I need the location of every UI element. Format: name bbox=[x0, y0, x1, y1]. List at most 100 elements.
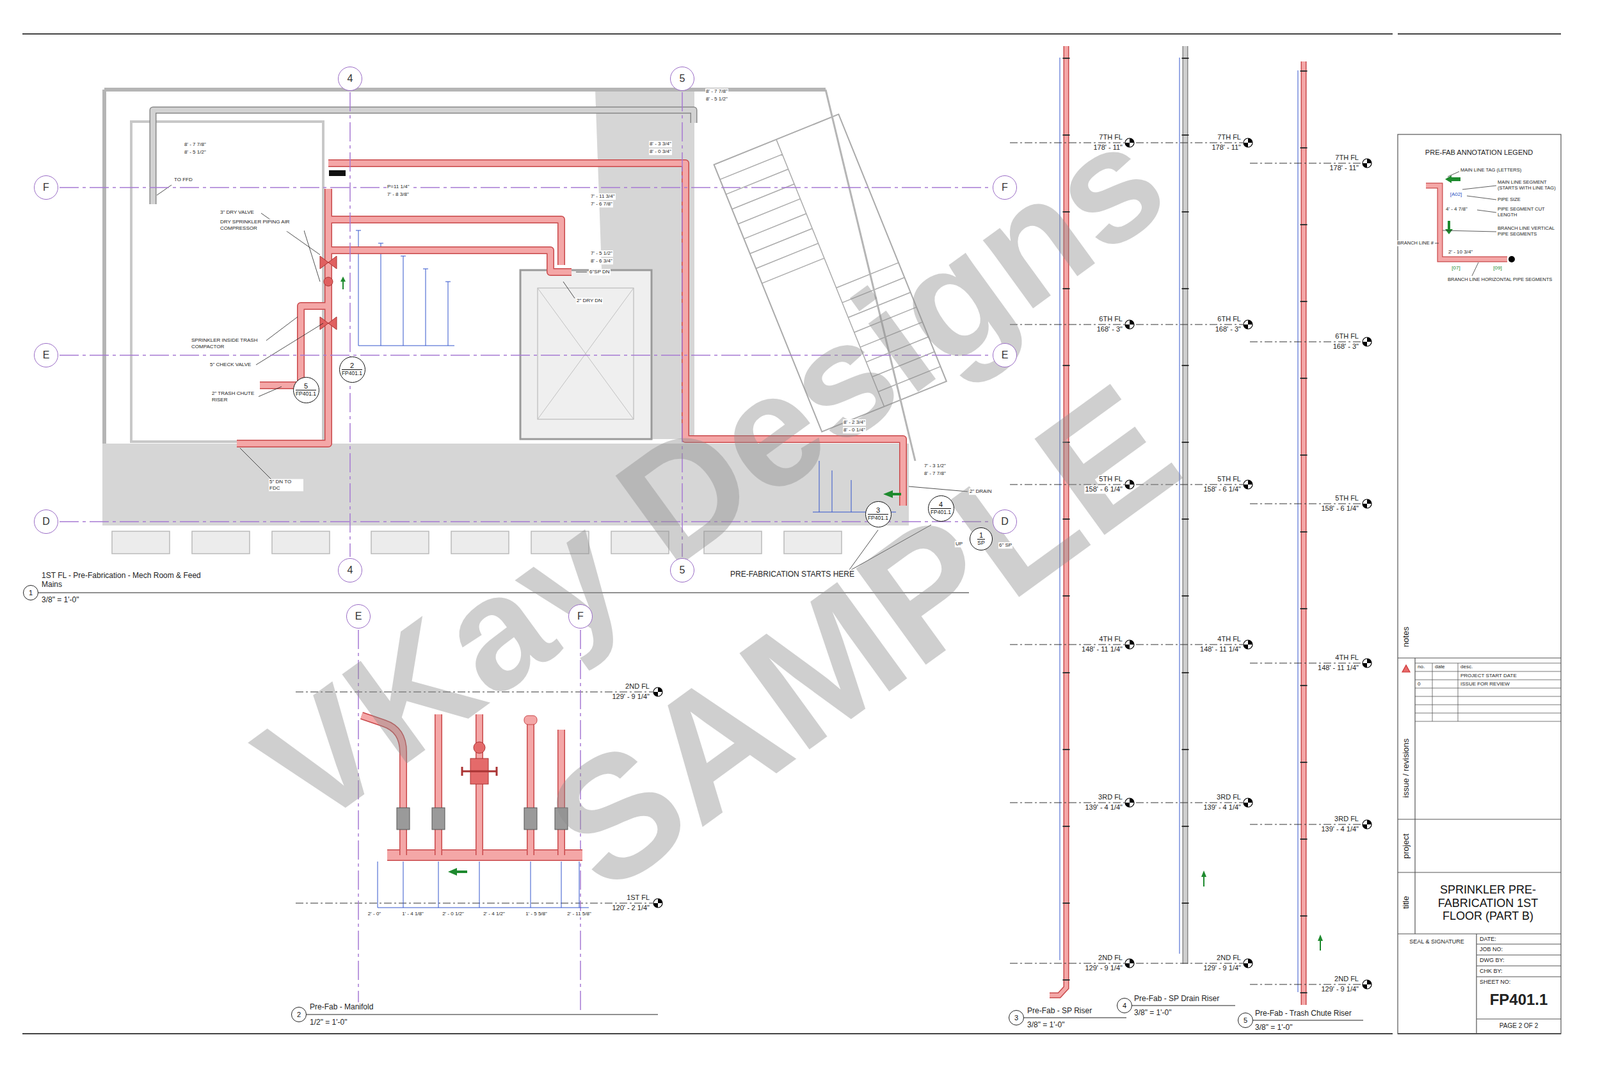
dimension-text: 1' - 4 1/8" bbox=[401, 910, 425, 918]
level-elevation: 129' - 9 1/4" bbox=[1084, 963, 1124, 973]
level-name: 6TH FL bbox=[1334, 332, 1360, 341]
level-name: 5TH FL bbox=[1334, 494, 1360, 503]
title-block bbox=[1397, 657, 1561, 658]
title-block-label: notes bbox=[1400, 625, 1412, 648]
dimension-text: 7' - 8 3/8" bbox=[386, 191, 410, 198]
dimension-text: 8' - 5 1/2" bbox=[183, 149, 207, 156]
node-text: F bbox=[1001, 181, 1008, 194]
dimension-text: 8' - 7 7/8" bbox=[183, 141, 207, 148]
sheet-border bbox=[22, 33, 1393, 35]
legend-entry: BRANCH LINE VERTICAL PIPE SEGMENTS bbox=[1497, 225, 1559, 237]
level-elevation: 129' - 9 1/4" bbox=[611, 692, 651, 701]
level-marker bbox=[1243, 640, 1253, 649]
level-elevation: 120' - 2 1/4" bbox=[611, 903, 651, 912]
manifold-piping bbox=[524, 807, 537, 830]
legend-text: MAIN LINE TAG (LETTERS) bbox=[1460, 167, 1522, 173]
node-text: 4 bbox=[1122, 1001, 1127, 1010]
view-scale: 3/8" = 1'-0" bbox=[1254, 1022, 1294, 1032]
callout-note: 5" CHECK VALVE bbox=[209, 361, 256, 368]
view-number: 1 bbox=[23, 584, 39, 601]
level-marker bbox=[1243, 320, 1253, 329]
grid-bubble: 5 bbox=[670, 66, 695, 91]
existing-pipe bbox=[152, 110, 694, 205]
level-name: 7TH FL bbox=[1216, 133, 1242, 142]
grid-line bbox=[59, 186, 992, 189]
manifold-piping bbox=[387, 850, 583, 861]
grid-bubble: F bbox=[992, 175, 1017, 200]
legend-sample bbox=[1445, 220, 1453, 235]
node-text: 1 bbox=[979, 531, 984, 540]
callout-note: TO FFD bbox=[173, 176, 194, 184]
callout-note: SPRINKLER INSIDE TRASH COMPACTOR bbox=[190, 337, 266, 350]
level-marker bbox=[653, 898, 663, 908]
legend-sample bbox=[1434, 171, 1497, 276]
building-plan bbox=[131, 121, 324, 442]
grid-bubble: E bbox=[33, 343, 59, 368]
title-block-label: DWG BY: bbox=[1479, 956, 1506, 964]
level-name: 3RD FL bbox=[1333, 814, 1360, 824]
building-plan bbox=[520, 270, 652, 440]
building-plan bbox=[192, 531, 250, 554]
level-marker bbox=[1243, 138, 1253, 148]
section-marker: 2FP401.1 bbox=[339, 356, 366, 383]
view-number: 2 bbox=[291, 1006, 307, 1023]
view-scale: 3/8" = 1'-0" bbox=[1133, 1008, 1173, 1017]
level-name: 2ND FL bbox=[1097, 953, 1124, 962]
view-title: Pre-Fab - Trash Chute Riser bbox=[1254, 1008, 1353, 1018]
dimension-text: 7' - 3 1/2" bbox=[923, 462, 947, 470]
dimension-text: 7' - 11 3/4" bbox=[590, 193, 616, 200]
callout-note: PRE-FABRICATION STARTS HERE bbox=[729, 569, 856, 579]
view-title: Pre-Fab - Manifold bbox=[309, 1002, 374, 1012]
valve-symbol bbox=[320, 256, 337, 269]
callout-note: 6"SP DN bbox=[588, 268, 611, 276]
level-elevation: 139' - 4 1/4" bbox=[1320, 824, 1360, 834]
sheet-title: SPRINKLER PRE-FABRICATION 1ST FLOOR (PAR… bbox=[1416, 883, 1560, 923]
level-marker bbox=[1243, 798, 1253, 808]
dimension-text: 7' - 5 1/2" bbox=[590, 250, 614, 257]
legend-entry: MAIN LINE SEGMENT (STARTS WITH LINE TAG) bbox=[1497, 179, 1559, 191]
legend-entry: BRANCH LINE # bbox=[1397, 240, 1434, 247]
node-text: FP401.1 bbox=[295, 389, 317, 398]
grid-bubble: E bbox=[346, 604, 371, 629]
building-plan bbox=[102, 89, 107, 444]
dimension-text: 8' - 7 7/8" bbox=[705, 88, 729, 95]
title-block bbox=[1397, 871, 1561, 873]
title-block-label: date bbox=[1434, 663, 1446, 671]
building-plan bbox=[371, 531, 429, 554]
node-text: F bbox=[42, 181, 50, 194]
legend-entry: PIPE SIZE bbox=[1497, 197, 1521, 203]
title-block-label: project bbox=[1400, 832, 1412, 859]
pipe-outline bbox=[328, 250, 572, 272]
title-block-label: SHEET NO: bbox=[1479, 978, 1512, 986]
dimension-text: 2' - 10 3/4" bbox=[1447, 248, 1474, 256]
callout-note: UP bbox=[954, 540, 964, 548]
level-name: 3RD FL bbox=[1097, 792, 1124, 802]
legend-sample bbox=[1425, 185, 1508, 260]
level-line bbox=[1249, 163, 1362, 985]
pipe-fill bbox=[259, 305, 329, 386]
sheet-border bbox=[22, 1032, 1393, 1035]
grid-bubble: 5 bbox=[670, 558, 695, 583]
riser-pipe bbox=[1317, 934, 1323, 951]
dimension-text: 8' - 6 3/4" bbox=[590, 257, 614, 265]
riser-pipe bbox=[1301, 61, 1306, 1005]
legend-text: PIPE SEGMENT CUT LENGTH bbox=[1497, 206, 1545, 218]
dimension-text: 8' - 5 1/2" bbox=[705, 96, 729, 103]
callout-note: 2" TRASH CHUTE RISER bbox=[211, 390, 259, 403]
callout-note: 3" DRY VALVE bbox=[219, 209, 255, 216]
title-block bbox=[1397, 134, 1561, 1034]
title-block bbox=[1397, 818, 1561, 820]
section-marker: 1SP bbox=[969, 527, 993, 551]
view-scale: 3/8" = 1'-0" bbox=[1026, 1020, 1066, 1030]
building-plan bbox=[272, 531, 330, 554]
valve-symbol bbox=[320, 316, 337, 330]
building-plan bbox=[784, 531, 842, 554]
level-elevation: 129' - 9 1/4" bbox=[1202, 963, 1242, 973]
node-text: 5 bbox=[679, 564, 686, 576]
node-text: 4 bbox=[938, 500, 943, 509]
riser-pipe bbox=[1301, 61, 1307, 1005]
level-name: 4TH FL bbox=[1334, 653, 1360, 662]
level-elevation: 129' - 9 1/4" bbox=[1320, 984, 1360, 994]
callout-note: 2" DRY DN bbox=[576, 297, 603, 304]
